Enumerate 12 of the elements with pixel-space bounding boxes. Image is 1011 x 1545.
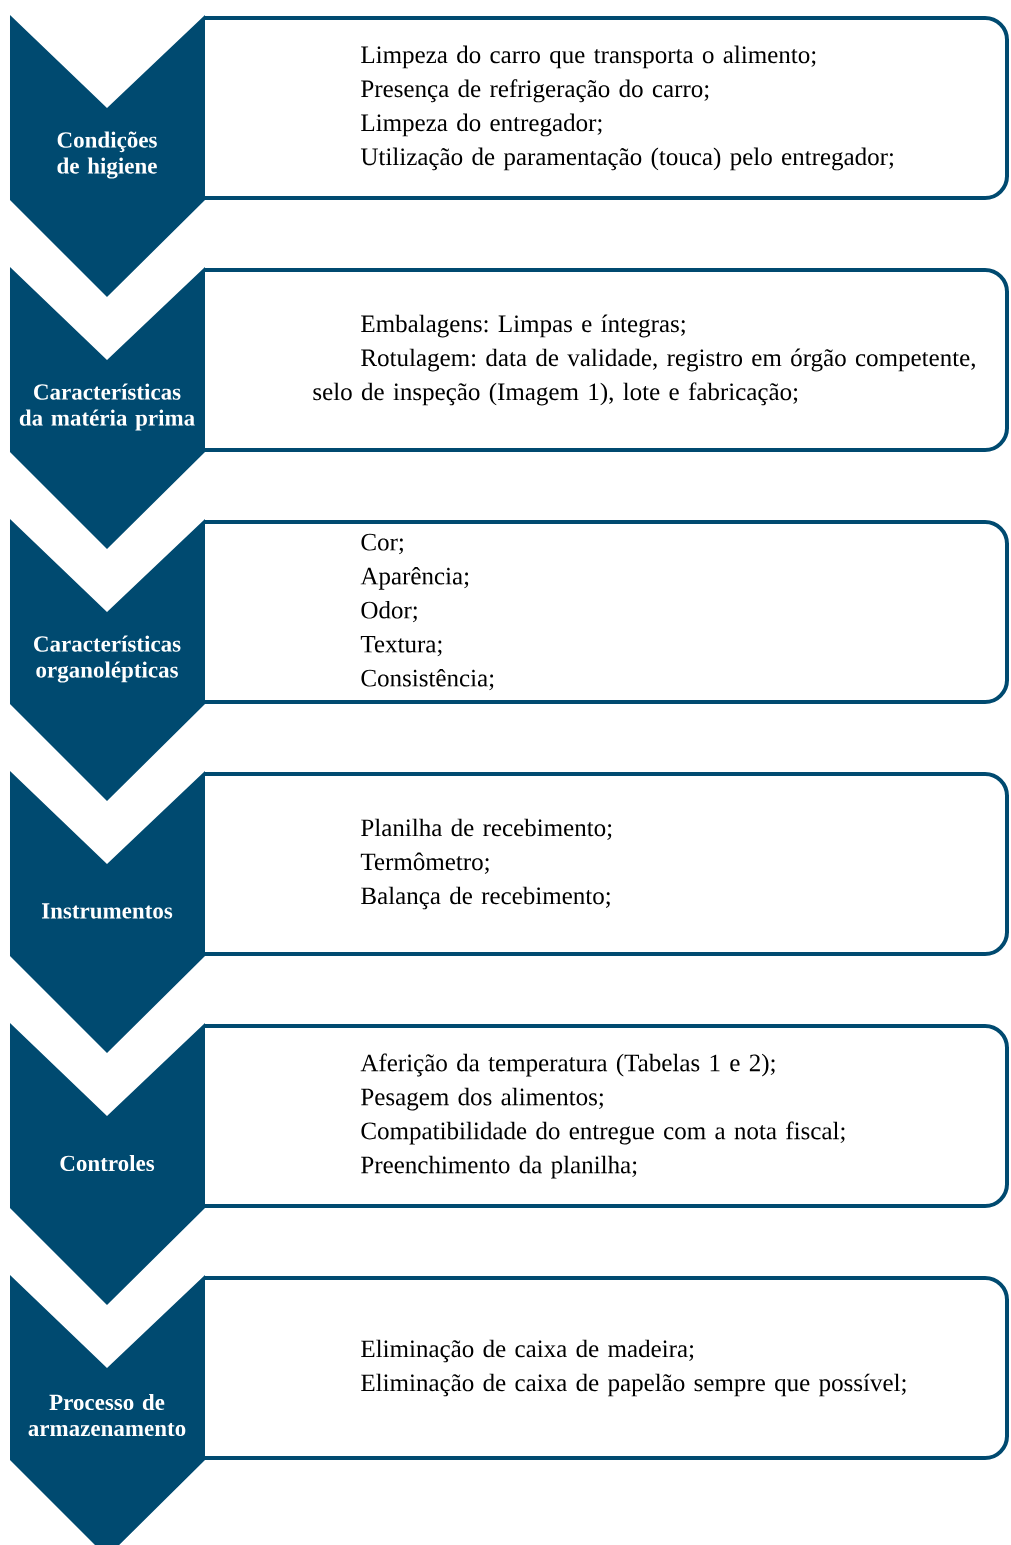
step-banner: Características organolépticas <box>10 519 205 801</box>
text-box: Limpeza do carro que transporta o alimento; Presença de refrigeração do carro; Limpeza do entregador; Utilização de paramentação (touca) pelo entregador; <box>205 16 1009 200</box>
step-banner: Processo de armazenamento <box>10 1275 205 1545</box>
text-box: Aferição da temperatura (Tabelas 1 e 2); Pesagem dos alimentos; Compatibilidade do entregue com a nota fiscal; Preenchimento da planilha; <box>205 1024 1009 1208</box>
text-box: Embalagens: Limpas e íntegras; Rotulagem: data de validade, registro em órgão competente, selo de inspeção (Imagem 1), lote e fabricação; <box>205 268 1009 452</box>
step-banner: Características da matéria prima <box>10 267 205 549</box>
text-box: Eliminação de caixa de madeira; Eliminação de caixa de papelão sempre que possível; <box>205 1276 1009 1460</box>
text-box: Planilha de recebimento; Termômetro; Balança de recebimento; <box>205 772 1009 956</box>
step-banner: Condições de higiene <box>10 15 205 297</box>
text-box: Cor; Aparência; Odor; Textura; Consistência; <box>205 520 1009 704</box>
step-banner: Controles <box>10 1023 205 1305</box>
step-banner: Instrumentos <box>10 771 205 1053</box>
